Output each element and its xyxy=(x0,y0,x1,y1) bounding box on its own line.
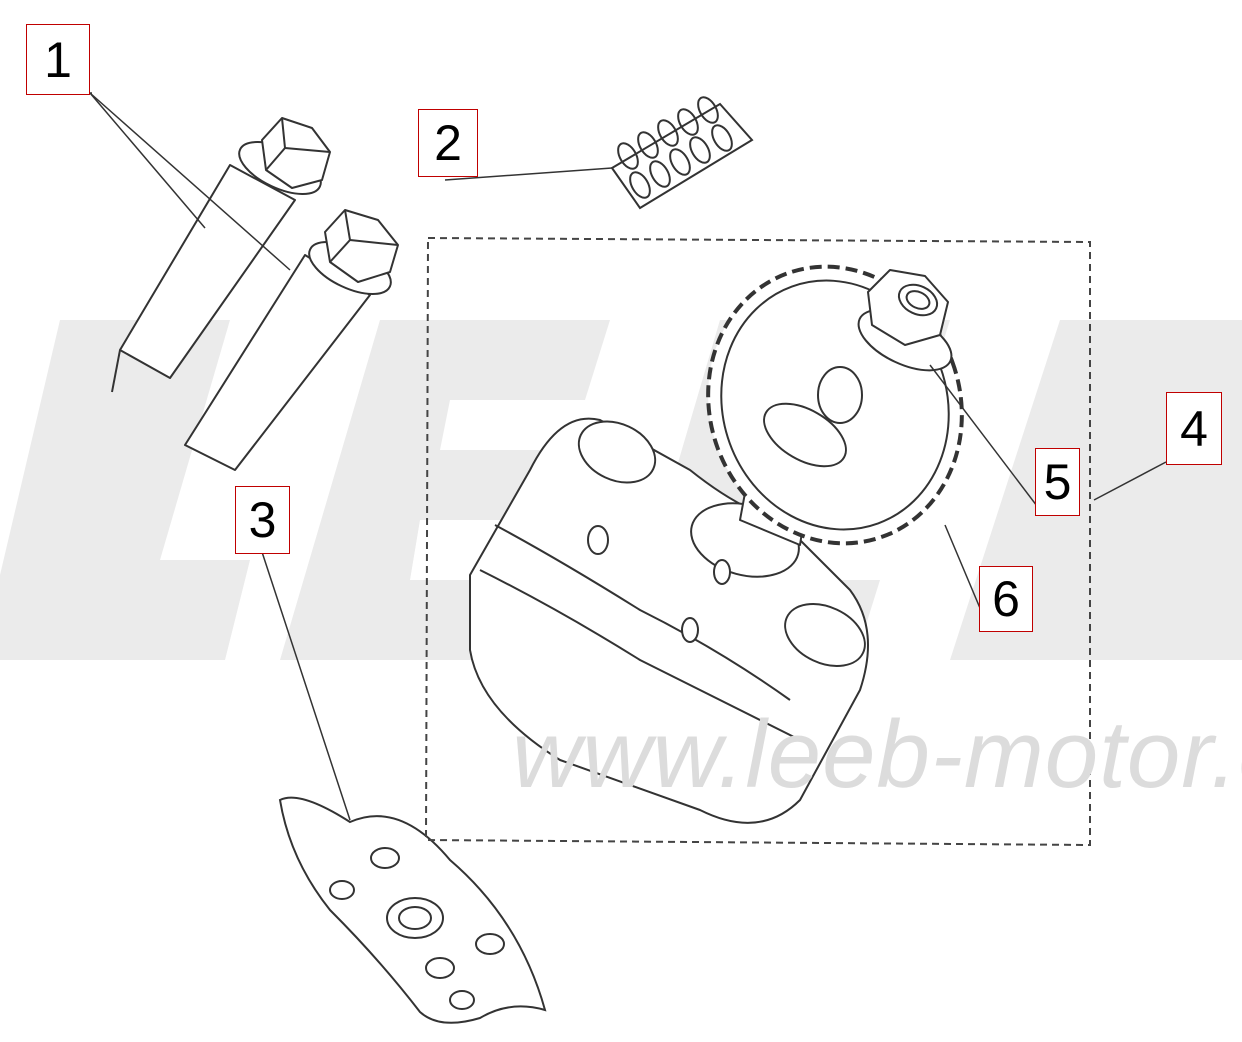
bolt-pair-part1 xyxy=(111,117,399,471)
callout-6: 6 xyxy=(979,566,1033,632)
callout-1: 1 xyxy=(26,24,90,95)
callout-4: 4 xyxy=(1166,392,1222,465)
small-gear-part2 xyxy=(610,96,754,210)
callout-3: 3 xyxy=(235,486,290,554)
assembly-boundary-part4 xyxy=(424,236,1091,847)
flange-nut-part5 xyxy=(857,269,953,372)
watermark-url: www.leeb-motor.c xyxy=(512,701,1242,808)
pump-body xyxy=(469,417,869,824)
callout-5: 5 xyxy=(1035,448,1080,516)
gasket-part3 xyxy=(278,796,547,1024)
callout-2: 2 xyxy=(418,109,478,177)
